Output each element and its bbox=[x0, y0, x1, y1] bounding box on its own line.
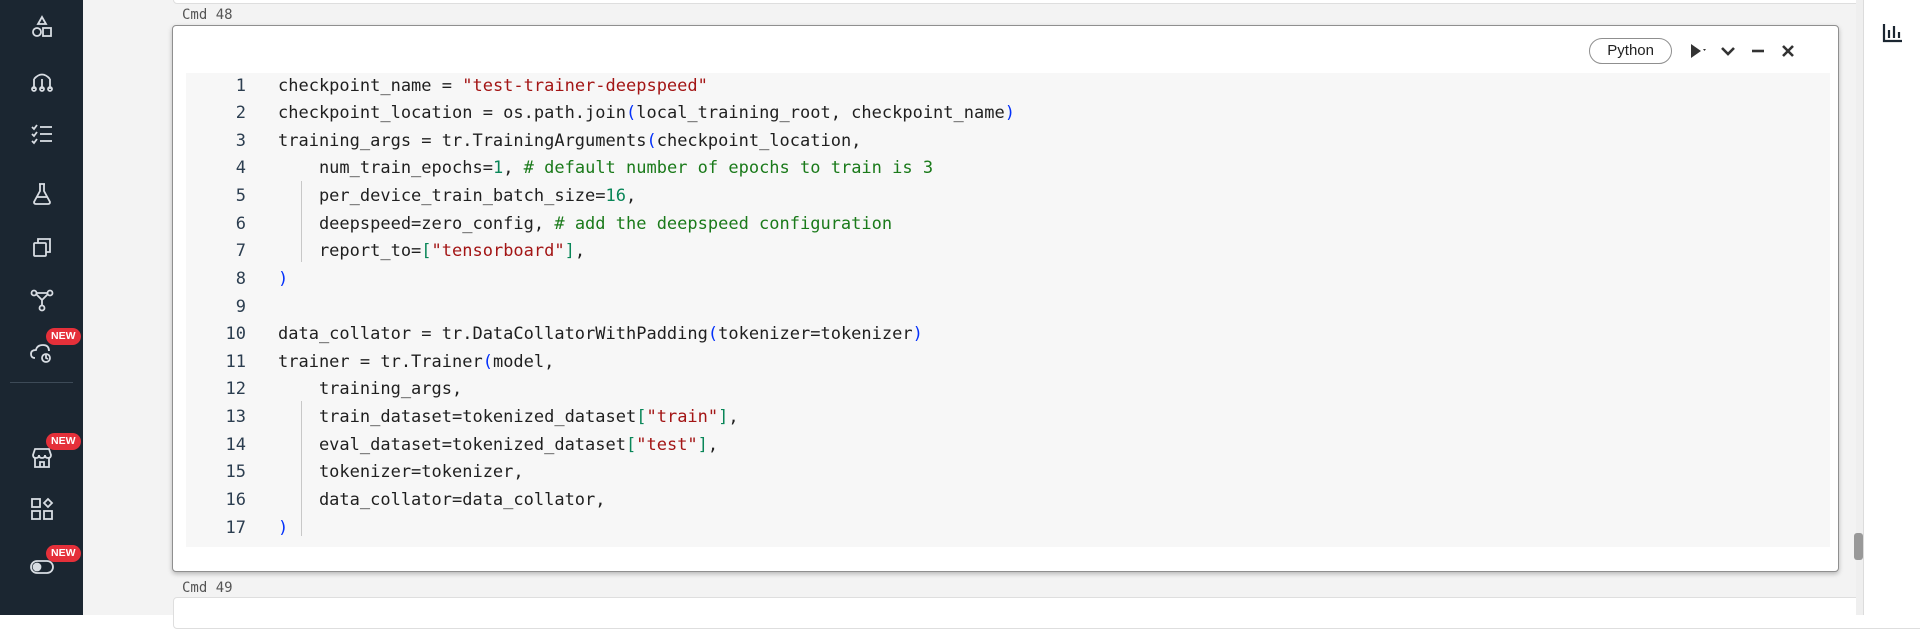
scrollbar-track[interactable] bbox=[1856, 0, 1863, 615]
sidebar-item-serving[interactable] bbox=[0, 331, 83, 375]
code-line: 4 num_train_epochs=1, # default number o… bbox=[186, 155, 1830, 182]
line-number: 6 bbox=[235, 214, 246, 234]
line-number: 4 bbox=[235, 158, 246, 178]
code-line: 12 training_args, bbox=[186, 376, 1830, 403]
sidebar-item-marketplace[interactable] bbox=[0, 436, 83, 480]
serving-icon bbox=[29, 344, 51, 363]
right-panel bbox=[1863, 0, 1920, 615]
sidebar-item-experiments[interactable] bbox=[0, 172, 83, 216]
cmd-label: Cmd 49 bbox=[182, 580, 233, 596]
minimize-button[interactable] bbox=[1746, 39, 1770, 63]
close-icon bbox=[1782, 45, 1794, 57]
scrollbar-thumb[interactable] bbox=[1854, 533, 1863, 560]
new-badge: NEW bbox=[46, 545, 81, 562]
line-number: 8 bbox=[235, 269, 246, 289]
code-line: 16 data_collator=data_collator, bbox=[186, 487, 1830, 514]
indent-guide bbox=[301, 181, 302, 262]
code-line: 5 per_device_train_batch_size=16, bbox=[186, 183, 1830, 210]
previous-cell[interactable] bbox=[173, 0, 1920, 4]
language-selector[interactable]: Python bbox=[1589, 38, 1672, 64]
new-badge: NEW bbox=[46, 433, 81, 450]
line-number: 16 bbox=[225, 490, 246, 510]
new-badge: NEW bbox=[46, 328, 81, 345]
line-number: 14 bbox=[225, 435, 246, 455]
minimize-icon bbox=[1752, 49, 1764, 53]
line-number: 7 bbox=[235, 241, 246, 261]
checklist-icon bbox=[30, 124, 52, 145]
left-sidebar: NEW NEW NEW bbox=[0, 0, 83, 615]
sidebar-item-checklist[interactable] bbox=[0, 112, 83, 156]
sidebar-item-copies[interactable] bbox=[0, 225, 83, 269]
code-line: 8) bbox=[186, 266, 1830, 293]
indent-guide bbox=[301, 401, 302, 536]
next-cell[interactable] bbox=[173, 597, 1920, 629]
code-line: 14 eval_dataset=tokenized_dataset["test"… bbox=[186, 432, 1830, 459]
line-number: 2 bbox=[235, 103, 246, 123]
line-number: 10 bbox=[225, 324, 246, 344]
line-number: 12 bbox=[225, 379, 246, 399]
sidebar-item-feature-store[interactable] bbox=[0, 487, 83, 531]
line-number: 13 bbox=[225, 407, 246, 427]
line-number: 17 bbox=[225, 518, 246, 538]
cmd-label: Cmd 48 bbox=[182, 7, 233, 23]
model-icon bbox=[30, 289, 53, 312]
sidebar-item-models[interactable] bbox=[0, 278, 83, 322]
marketplace-icon bbox=[31, 448, 52, 468]
line-number: 1 bbox=[235, 76, 246, 96]
cell-toolbar: Python bbox=[1589, 38, 1800, 64]
code-line: 15 tokenizer=tokenizer, bbox=[186, 459, 1830, 486]
feature-store-icon bbox=[30, 497, 53, 520]
copy-stack-icon bbox=[32, 238, 51, 257]
close-button[interactable] bbox=[1776, 39, 1800, 63]
sidebar-item-toggle[interactable] bbox=[0, 545, 83, 589]
collapse-chevron-icon bbox=[1721, 47, 1735, 56]
flask-icon bbox=[32, 183, 51, 205]
sidebar-item-hierarchy[interactable] bbox=[0, 59, 83, 103]
line-number: 11 bbox=[225, 352, 246, 372]
toggle-icon bbox=[29, 560, 54, 574]
code-line: 17) bbox=[186, 515, 1830, 542]
line-number: 15 bbox=[225, 462, 246, 482]
code-line: 6 deepspeed=zero_config, # add the deeps… bbox=[186, 211, 1830, 238]
sidebar-divider bbox=[10, 382, 73, 383]
line-number: 3 bbox=[235, 131, 246, 151]
collapse-button[interactable] bbox=[1716, 39, 1740, 63]
right-panel-chart-button[interactable] bbox=[1881, 20, 1905, 44]
code-line: 7 report_to=["tensorboard"], bbox=[186, 238, 1830, 265]
line-number: 9 bbox=[235, 297, 246, 317]
hierarchy-icon bbox=[30, 73, 53, 92]
bar-chart-icon bbox=[1882, 24, 1902, 43]
line-number: 5 bbox=[235, 186, 246, 206]
run-icon bbox=[1691, 44, 1706, 58]
run-button[interactable] bbox=[1686, 39, 1710, 63]
code-line: 9 bbox=[186, 294, 1830, 321]
sidebar-item-shapes[interactable] bbox=[0, 5, 83, 49]
code-line: 13 train_dataset=tokenized_dataset["trai… bbox=[186, 404, 1830, 431]
shapes-icon bbox=[31, 15, 52, 37]
